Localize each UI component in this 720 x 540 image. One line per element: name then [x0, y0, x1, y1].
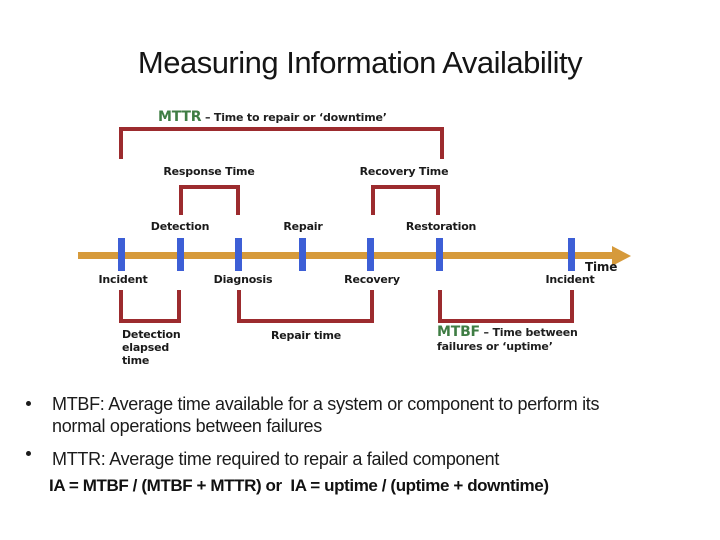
- repair-time-label: Repair time: [270, 329, 342, 342]
- tick-incident-2: [568, 238, 575, 271]
- mttr-term: MTTR: [158, 109, 202, 125]
- bullet-mttr-definition: MTTR: Average time required to repair a …: [52, 449, 500, 469]
- event-label-incident-1: Incident: [98, 273, 148, 286]
- timeline-arrowhead-icon: [612, 246, 631, 266]
- ia-formula: IA = MTBF / (MTBF + MTTR) or IA = uptime…: [49, 476, 549, 495]
- tick-repair: [299, 238, 306, 271]
- mtbf-bracket: [438, 290, 574, 323]
- event-label-recovery: Recovery: [344, 273, 400, 286]
- mtbf-term: MTBF: [437, 324, 480, 340]
- tick-diagnosis: [235, 238, 242, 271]
- timeline-shaft: [78, 252, 613, 259]
- time-axis-label: Time: [585, 260, 618, 274]
- detection-elapsed-bracket: [119, 290, 181, 323]
- event-label-diagnosis: Diagnosis: [213, 273, 273, 286]
- detection-elapsed-label: Detection elapsed time: [122, 328, 181, 367]
- mttr-desc: – Time to repair or ‘downtime’: [201, 111, 387, 124]
- repair-time-bracket: [237, 290, 374, 323]
- response-time-bracket: [179, 185, 240, 215]
- event-label-detection: Detection: [150, 220, 210, 233]
- tick-recovery: [367, 238, 374, 271]
- recovery-time-label: Recovery Time: [359, 165, 449, 178]
- bullet-dot-1: [26, 401, 31, 406]
- mttr-label: MTTR – Time to repair or ‘downtime’: [158, 110, 387, 125]
- tick-incident-1: [118, 238, 125, 271]
- mttr-bracket: [119, 127, 444, 159]
- bullet-dot-2: [26, 451, 31, 456]
- event-label-restoration: Restoration: [405, 220, 477, 233]
- mtbf-label: MTBF – Time between failures or ‘uptime’: [437, 325, 578, 354]
- mtbf-desc-line2: failures or ‘uptime’: [437, 340, 553, 353]
- event-label-repair: Repair: [283, 220, 323, 233]
- mtbf-desc: – Time between: [479, 326, 578, 339]
- tick-restoration: [436, 238, 443, 271]
- bullet-mtbf-definition: MTBF: Average time available for a syste…: [52, 394, 600, 436]
- tick-detection: [177, 238, 184, 271]
- page-title: Measuring Information Availability: [137, 45, 583, 80]
- event-label-incident-2: Incident: [545, 273, 595, 286]
- recovery-time-bracket: [371, 185, 440, 215]
- response-time-label: Response Time: [163, 165, 255, 178]
